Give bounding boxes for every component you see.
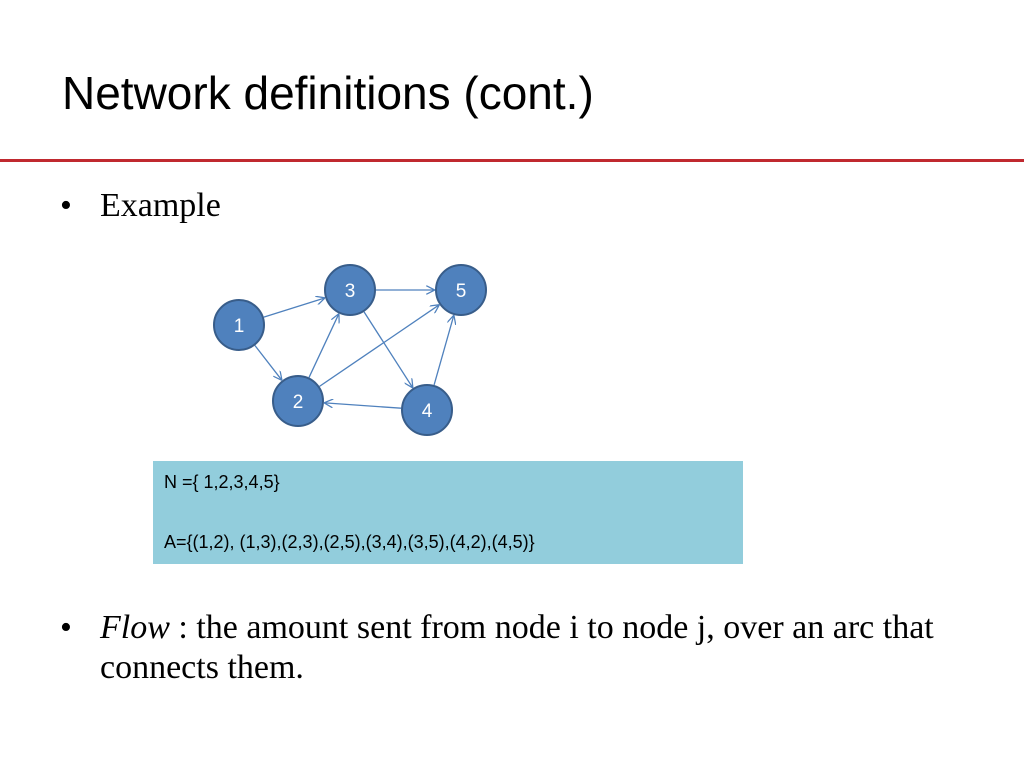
node-label: 5 bbox=[456, 281, 467, 302]
node-circle bbox=[435, 264, 487, 316]
arc-3-4 bbox=[363, 311, 412, 387]
bullet-marker: • bbox=[60, 187, 72, 224]
flow-definition: : the amount sent from node i to node j,… bbox=[100, 609, 934, 686]
arc-set-text: A={(1,2), (1,3),(2,3),(2,5),(3,4),(3,5),… bbox=[164, 532, 535, 552]
node-circle bbox=[272, 375, 324, 427]
flow-term: Flow bbox=[100, 609, 170, 646]
arc-4-5 bbox=[433, 316, 454, 386]
arc-4-2 bbox=[325, 403, 402, 409]
node-circle bbox=[401, 384, 453, 436]
slide-title: Network definitions (cont.) bbox=[62, 67, 594, 119]
node-label: 1 bbox=[234, 316, 245, 337]
node-3: 3 bbox=[324, 264, 376, 316]
node-label: 2 bbox=[293, 392, 304, 413]
title-rule bbox=[0, 159, 1024, 162]
bullet-text: Flow : the amount sent from node i to no… bbox=[100, 608, 980, 688]
node-label: 4 bbox=[422, 401, 433, 422]
node-set-text: N ={ 1,2,3,4,5} bbox=[164, 472, 280, 492]
node-4: 4 bbox=[401, 384, 453, 436]
node-2: 2 bbox=[272, 375, 324, 427]
arc-2-5 bbox=[319, 305, 438, 387]
node-label: 3 bbox=[345, 281, 356, 302]
bullet-marker: • bbox=[60, 609, 72, 646]
bullet-text: Example bbox=[100, 187, 221, 224]
node-1: 1 bbox=[213, 299, 265, 351]
arc-1-3 bbox=[263, 298, 324, 318]
node-circle bbox=[324, 264, 376, 316]
arc-2-3 bbox=[308, 314, 339, 378]
node-circle bbox=[213, 299, 265, 351]
sets-definition-box: N ={ 1,2,3,4,5} A={(1,2), (1,3),(2,3),(2… bbox=[153, 461, 743, 564]
node-5: 5 bbox=[435, 264, 487, 316]
arc-1-2 bbox=[254, 345, 281, 380]
